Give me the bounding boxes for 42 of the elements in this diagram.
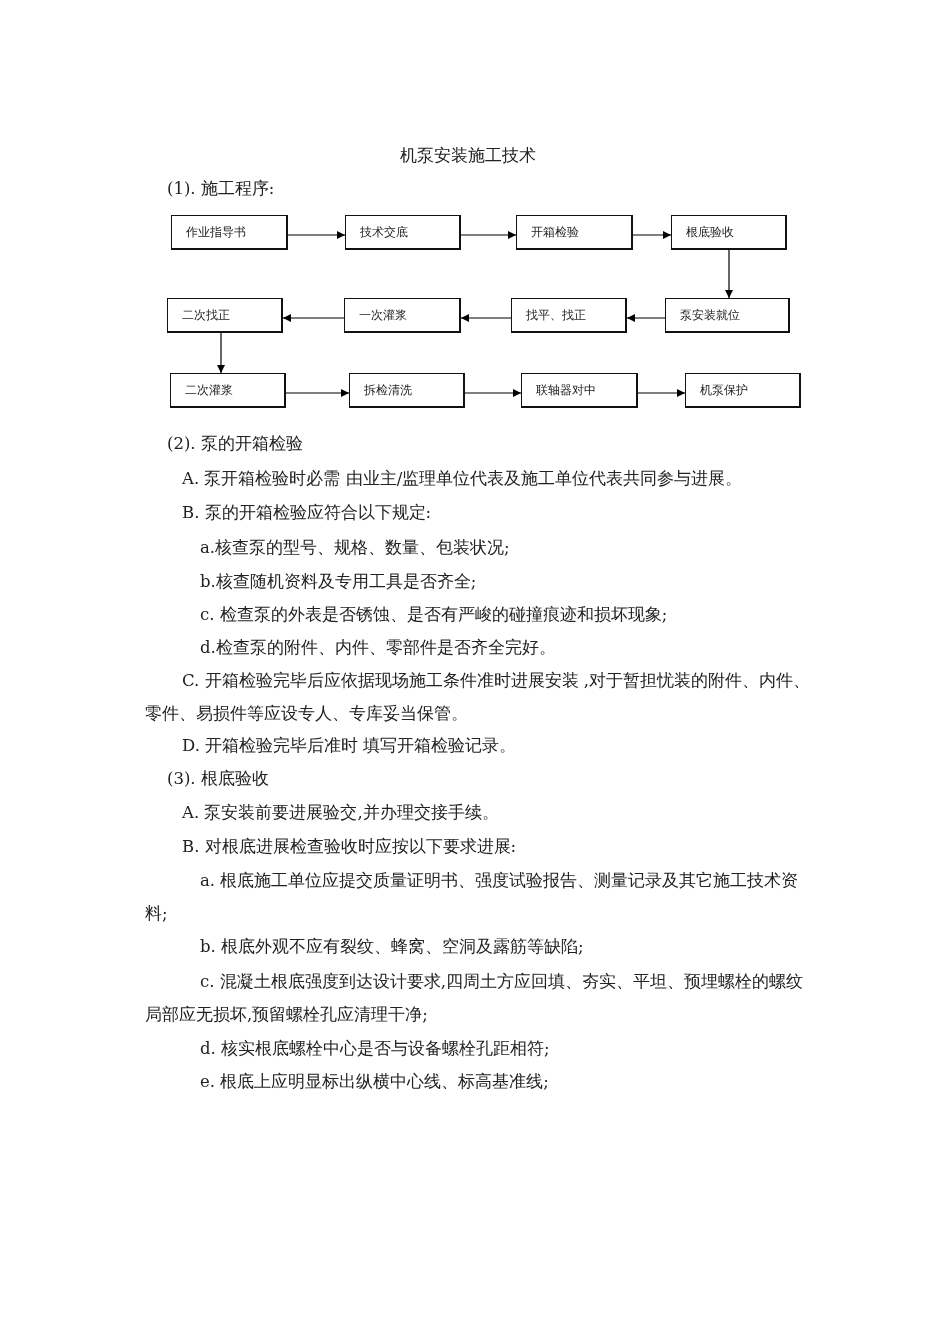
paragraph: A. 泵安装前要进展验交,并办理交接手续。 xyxy=(182,802,500,824)
process-box: 根底验收 xyxy=(671,215,787,250)
document-title: 机泵安装施工技术 xyxy=(400,144,536,167)
arrow xyxy=(632,230,672,240)
arrow xyxy=(460,313,512,323)
paragraph: A. 泵开箱检验时必需 由业主/监理单位代表及施工单位代表共同参与进展。 xyxy=(182,468,744,490)
list-item: c. 检查泵的外表是否锈蚀、是否有严峻的碰撞痕迹和损坏现象; xyxy=(200,604,669,626)
list-item: d.检查泵的附件、内件、零部件是否齐全完好。 xyxy=(200,637,557,659)
list-item: a. 根底施工单位应提交质量证明书、强度试验报告、测量记录及其它施工技术资料; xyxy=(145,870,800,925)
section-heading: (3). 根底验收 xyxy=(167,768,270,790)
list-item: d. 核实根底螺栓中心是否与设备螺栓孔距相符; xyxy=(200,1038,551,1060)
process-box: 机泵保护 xyxy=(685,373,801,408)
section-heading: (1). 施工程序: xyxy=(167,178,276,200)
arrow xyxy=(637,388,686,398)
arrow xyxy=(285,388,350,398)
process-box: 一次灌浆 xyxy=(344,298,461,333)
process-box: 二次灌浆 xyxy=(170,373,286,408)
process-box: 技术交底 xyxy=(345,215,461,250)
list-item: c. 混凝土根底强度到达设计要求,四周土方应回填、夯实、平坦、预埋螺栓的螺纹局部应无损坏,预留螺栓孔应清理干净; xyxy=(145,971,804,1026)
paragraph: D. 开箱检验完毕后准时 填写开箱检验记录。 xyxy=(182,735,518,757)
arrow xyxy=(626,313,666,323)
process-box: 找平、找正 xyxy=(511,298,627,333)
process-box: 联轴器对中 xyxy=(521,373,638,408)
list-item: a.核查泵的型号、规格、数量、包装状况; xyxy=(200,537,511,559)
paragraph: B. 对根底进展检查验收时应按以下要求进展: xyxy=(182,836,518,858)
process-box: 作业指导书 xyxy=(171,215,288,250)
arrow xyxy=(724,249,734,299)
process-box: 二次找正 xyxy=(167,298,283,333)
arrow xyxy=(282,313,345,323)
process-box: 开箱检验 xyxy=(516,215,633,250)
list-item: b.核查随机资料及专用工具是否齐全; xyxy=(200,571,478,593)
process-box: 泵安装就位 xyxy=(665,298,790,333)
arrow xyxy=(287,230,346,240)
list-item: b. 根底外观不应有裂纹、蜂窝、空洞及露筋等缺陷; xyxy=(200,936,585,958)
paragraph: C. 开箱检验完毕后应依据现场施工条件准时进展安装 ,对于暂担忧装的附件、内件、零件、易损件等应设专人、专库妥当保管。 xyxy=(145,670,812,725)
arrow xyxy=(216,332,226,374)
section-heading: (2). 泵的开箱检验 xyxy=(167,433,304,455)
process-box: 拆检清洗 xyxy=(349,373,465,408)
paragraph: B. 泵的开箱检验应符合以下规定: xyxy=(182,502,433,524)
arrow xyxy=(460,230,517,240)
arrow xyxy=(464,388,522,398)
list-item: e. 根底上应明显标出纵横中心线、标高基准线; xyxy=(200,1071,550,1093)
